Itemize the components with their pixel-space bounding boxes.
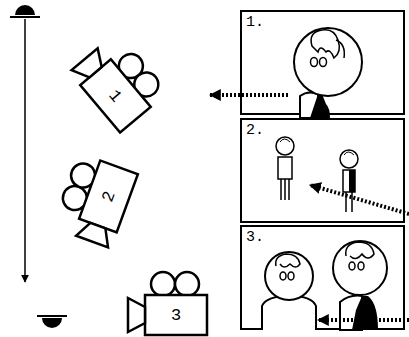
shot-panel: 1. bbox=[240, 10, 405, 115]
view-arrow bbox=[318, 318, 409, 322]
camera-body bbox=[79, 160, 138, 232]
top-person bbox=[15, 5, 35, 15]
hair bbox=[336, 40, 344, 58]
camera-outline bbox=[47, 146, 144, 255]
shirt bbox=[310, 94, 330, 118]
camera-symbol: 1 bbox=[63, 26, 174, 140]
shoulder bbox=[300, 92, 318, 118]
camera-lens bbox=[76, 220, 114, 248]
film-reel bbox=[151, 272, 175, 296]
head bbox=[276, 137, 294, 155]
axis-line bbox=[10, 5, 67, 328]
view-arrow bbox=[310, 185, 409, 214]
shoulder bbox=[340, 296, 362, 330]
legs bbox=[281, 179, 289, 200]
eye bbox=[280, 272, 286, 280]
shot-panel: 3. bbox=[240, 225, 405, 330]
panel-number: 1. bbox=[246, 14, 264, 31]
camera-outline bbox=[63, 26, 174, 140]
eye bbox=[349, 262, 355, 270]
eye bbox=[320, 58, 327, 67]
panel-number: 2. bbox=[246, 122, 264, 139]
body bbox=[343, 170, 355, 192]
view-arrow bbox=[210, 93, 288, 97]
shirt bbox=[352, 296, 378, 330]
hair bbox=[276, 254, 300, 267]
eye bbox=[288, 272, 294, 280]
hair bbox=[311, 30, 339, 58]
wide-figures bbox=[276, 137, 358, 212]
camera-number: 3 bbox=[145, 295, 207, 335]
head bbox=[294, 28, 362, 96]
camera-symbol: 3 bbox=[123, 269, 213, 337]
head bbox=[340, 150, 358, 168]
camera-lens bbox=[72, 48, 109, 83]
closeup-figure bbox=[294, 28, 362, 118]
bottom-person bbox=[42, 318, 62, 328]
camera-lens bbox=[128, 298, 145, 332]
body bbox=[278, 157, 292, 179]
camera-symbol: 2 bbox=[47, 146, 144, 255]
legs bbox=[346, 192, 352, 212]
head bbox=[265, 252, 313, 300]
hair bbox=[280, 139, 290, 142]
panel-number: 3. bbox=[246, 229, 264, 246]
twoshot-figures bbox=[262, 241, 387, 330]
shirt bbox=[349, 170, 355, 192]
camera-body bbox=[145, 295, 207, 335]
view-arrows bbox=[210, 95, 409, 320]
bottom-base bbox=[37, 315, 67, 317]
eye bbox=[311, 58, 318, 67]
head bbox=[333, 241, 387, 295]
hair bbox=[344, 152, 354, 155]
eye bbox=[358, 262, 364, 270]
body bbox=[262, 296, 316, 330]
film-reel bbox=[175, 272, 199, 296]
line-of-action bbox=[24, 19, 26, 282]
top-base bbox=[10, 16, 40, 18]
camera-outline bbox=[123, 269, 213, 337]
shot-panel: 2. bbox=[240, 118, 405, 223]
hair bbox=[346, 242, 374, 259]
